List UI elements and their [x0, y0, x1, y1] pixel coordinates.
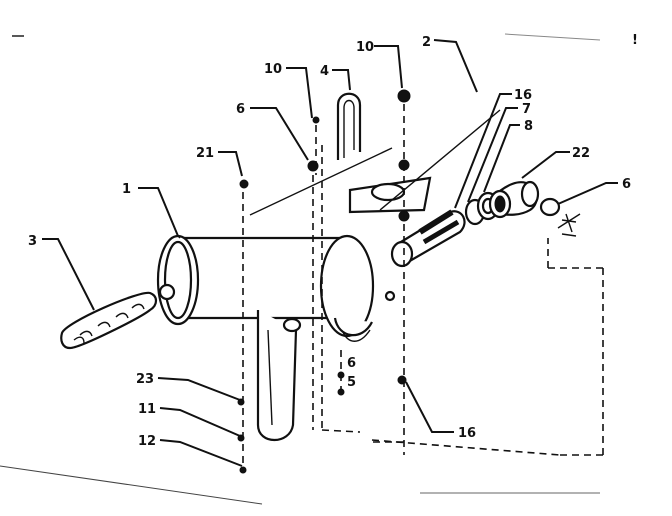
callout-1: 1 [122, 182, 131, 197]
callout-12: 12 [138, 434, 156, 449]
callout-4: 4 [320, 64, 329, 79]
callout-23: 23 [136, 372, 154, 387]
exhaust-stem [256, 310, 302, 441]
washer-21 [239, 179, 249, 189]
callout-2: 2 [422, 35, 431, 50]
callout-16-bottom: 16 [458, 426, 476, 441]
corner-mark: ! [632, 33, 638, 48]
o-ring [539, 197, 561, 217]
bolt-right [384, 290, 396, 302]
callout-5: 5 [347, 375, 356, 390]
callout-8: 8 [524, 119, 533, 134]
spring-clip [557, 213, 581, 237]
callout-6-top: 6 [236, 102, 245, 117]
callout-10-left: 10 [264, 62, 282, 77]
callout-6-bottom: 6 [347, 356, 356, 371]
callout-22: 22 [572, 146, 590, 161]
spark-arrestor [60, 291, 158, 350]
callout-3: 3 [28, 234, 37, 249]
nut-10-top [397, 89, 411, 103]
u-bracket [336, 92, 362, 160]
callout-11: 11 [138, 402, 156, 417]
callout-10-right: 10 [356, 40, 374, 55]
callout-6-right: 6 [622, 177, 631, 192]
assembly-lines [242, 104, 604, 470]
inlet-pipe [390, 209, 466, 268]
callout-21: 21 [196, 146, 214, 161]
muffler-body [156, 234, 375, 342]
elbow-fitting [488, 180, 540, 219]
callout-16-top: 16 [514, 88, 532, 103]
leader-lines [42, 39, 618, 467]
scan-line-bottom [0, 465, 263, 505]
scan-line-top-right [504, 33, 601, 41]
bolt-10-side [312, 116, 320, 124]
callout-7: 7 [522, 102, 531, 117]
